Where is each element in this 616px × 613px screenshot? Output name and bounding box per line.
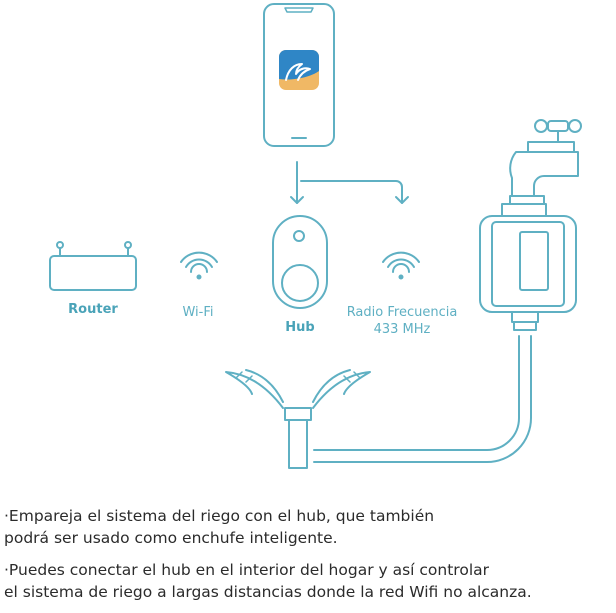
router-label: Router — [68, 302, 118, 317]
note-line: ·Puedes conectar el hub en el interior d… — [4, 561, 490, 579]
valve-icon — [479, 203, 577, 331]
router-icon — [49, 241, 137, 291]
phone-icon — [263, 3, 335, 147]
hose-icon — [313, 335, 532, 463]
note-item: ·Empareja el sistema del riego con el hu… — [4, 505, 616, 549]
hub-icon — [272, 215, 328, 309]
irrigation-diagram — [49, 3, 582, 469]
radio-label-line1: Radio Frecuencia — [346, 305, 458, 320]
note-line: ·Empareja el sistema del riego con el hu… — [4, 507, 435, 525]
note-item: ·Puedes conectar el hub en el interior d… — [4, 559, 616, 603]
radio-wave-icon — [382, 251, 420, 280]
note-line: el sistema de riego a largas distancias … — [4, 583, 532, 601]
signal-arrows — [290, 161, 409, 204]
app-icon — [279, 50, 319, 90]
wifi-label: Wi-Fi — [182, 305, 214, 320]
radio-label-line2: 433 MHz — [373, 322, 431, 337]
notes: ·Empareja el sistema del riego con el hu… — [4, 505, 616, 613]
sprinkler-icon — [225, 369, 371, 469]
hub-label: Hub — [285, 320, 315, 335]
faucet-icon — [509, 119, 582, 205]
wifi-icon — [180, 251, 218, 280]
note-line: podrá ser usado como enchufe inteligente… — [4, 529, 338, 547]
